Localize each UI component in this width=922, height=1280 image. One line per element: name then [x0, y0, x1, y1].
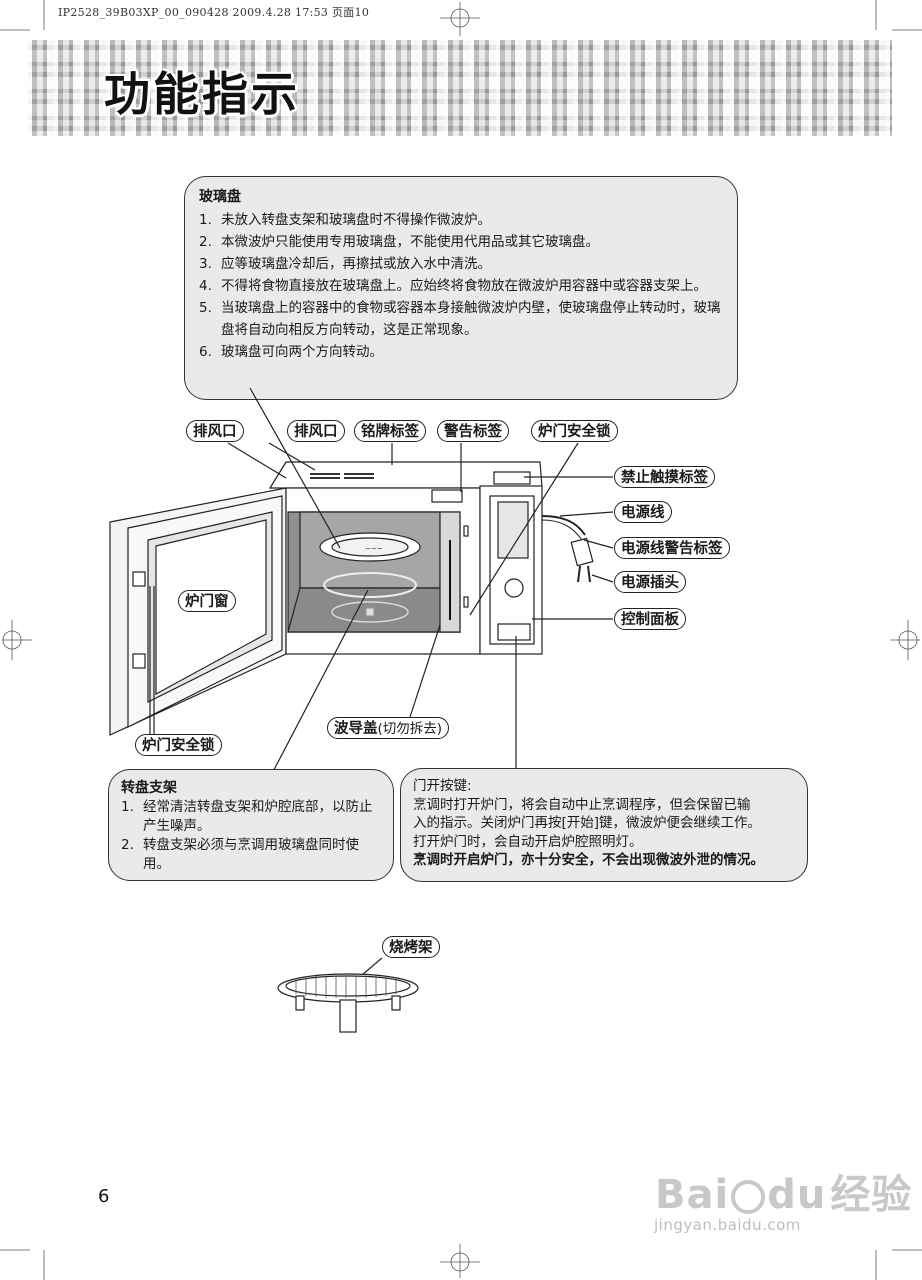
title-banner — [28, 40, 892, 136]
list-item: 3.应等玻璃盘冷却后，再擦拭或放入水中清洗。 — [199, 256, 491, 272]
vent-top-label: 排风口 — [287, 420, 345, 442]
glass-tray-list: 1.未放入转盘支架和玻璃盘时不得操作微波炉。 2.本微波炉只能使用专用玻璃盘，不… — [199, 209, 723, 363]
door-open-line: 烹调时打开炉门，将会自动中止烹调程序，但会保留已输 — [413, 796, 751, 813]
grill-rack-label: 烧烤架 — [382, 936, 440, 958]
door-window-label: 炉门窗 — [178, 590, 236, 612]
door-open-line: 入的指示。关闭炉门再按[开始]键，微波炉便会继续工作。 — [413, 815, 762, 831]
svg-text:~~~: ~~~ — [365, 545, 383, 553]
glass-tray-box: 玻璃盘 1.未放入转盘支架和玻璃盘时不得操作微波炉。 2.本微波炉只能使用专用玻… — [184, 176, 738, 400]
watermark-url: jingyan.baidu.com — [654, 1216, 801, 1234]
control-panel-label: 控制面板 — [614, 608, 686, 630]
print-info: IP2528_39B03XP_00_090428 2009.4.28 17:53… — [58, 6, 370, 19]
cord-warning-label: 电源线警告标签 — [614, 537, 730, 559]
no-touch-label: 禁止触摸标签 — [614, 466, 715, 488]
door-lock-bottom-label: 炉门安全锁 — [135, 734, 222, 756]
roller-support-box: 转盘支架 1.经常清洁转盘支架和炉腔底部，以防止产生噪声。 2.转盘支架必须与烹… — [108, 769, 394, 881]
roller-support-title: 转盘支架 — [121, 780, 177, 796]
list-item: 2.本微波炉只能使用专用玻璃盘，不能使用代用品或其它玻璃盘。 — [199, 234, 599, 250]
nameplate-label: 铭牌标签 — [354, 420, 426, 442]
roller-support-list: 1.经常清洁转盘支架和炉腔底部，以防止产生噪声。 2.转盘支架必须与烹调用玻璃盘… — [121, 798, 383, 874]
door-open-box: 门开按键: 烹调时打开炉门，将会自动中止烹调程序，但会保留已输 入的指示。关闭炉… — [400, 768, 808, 882]
power-cord-label: 电源线 — [614, 501, 672, 523]
warning-label: 警告标签 — [437, 420, 509, 442]
list-item: 1.未放入转盘支架和玻璃盘时不得操作微波炉。 — [199, 212, 491, 228]
door-open-bold-line: 烹调时开启炉门，亦十分安全，不会出现微波外泄的情况。 — [413, 852, 764, 868]
page-number: 6 — [98, 1186, 110, 1207]
list-item: 5.当玻璃盘上的容器中的食物或容器本身接触微波炉内壁，使玻璃盘停止转动时，玻璃盘… — [199, 300, 721, 338]
glass-tray-title: 玻璃盘 — [199, 189, 241, 205]
waveguide-note: (切勿拆去) — [377, 721, 443, 737]
plug-label: 电源插头 — [614, 571, 686, 593]
list-item: 1.经常清洁转盘支架和炉腔底部，以防止产生噪声。 — [121, 799, 373, 834]
waveguide-cover-text: 波导盖 — [334, 721, 378, 737]
door-lock-top-label: 炉门安全锁 — [531, 420, 618, 442]
door-open-line: 打开炉门时，会自动开启炉腔照明灯。 — [413, 833, 643, 850]
list-item: 2.转盘支架必须与烹调用玻璃盘同时使用。 — [121, 837, 359, 872]
list-item: 4.不得将食物直接放在玻璃盘上。应始终将食物放在微波炉用容器中或容器支架上。 — [199, 278, 707, 294]
page-title: 功能指示 — [104, 67, 300, 121]
list-item: 6.玻璃盘可向两个方向转动。 — [199, 344, 383, 360]
waveguide-cover-label: 波导盖(切勿拆去) — [327, 717, 450, 739]
paw-icon — [731, 1180, 766, 1214]
vent-left-label: 排风口 — [186, 420, 244, 442]
door-open-title: 门开按键: — [413, 778, 472, 794]
